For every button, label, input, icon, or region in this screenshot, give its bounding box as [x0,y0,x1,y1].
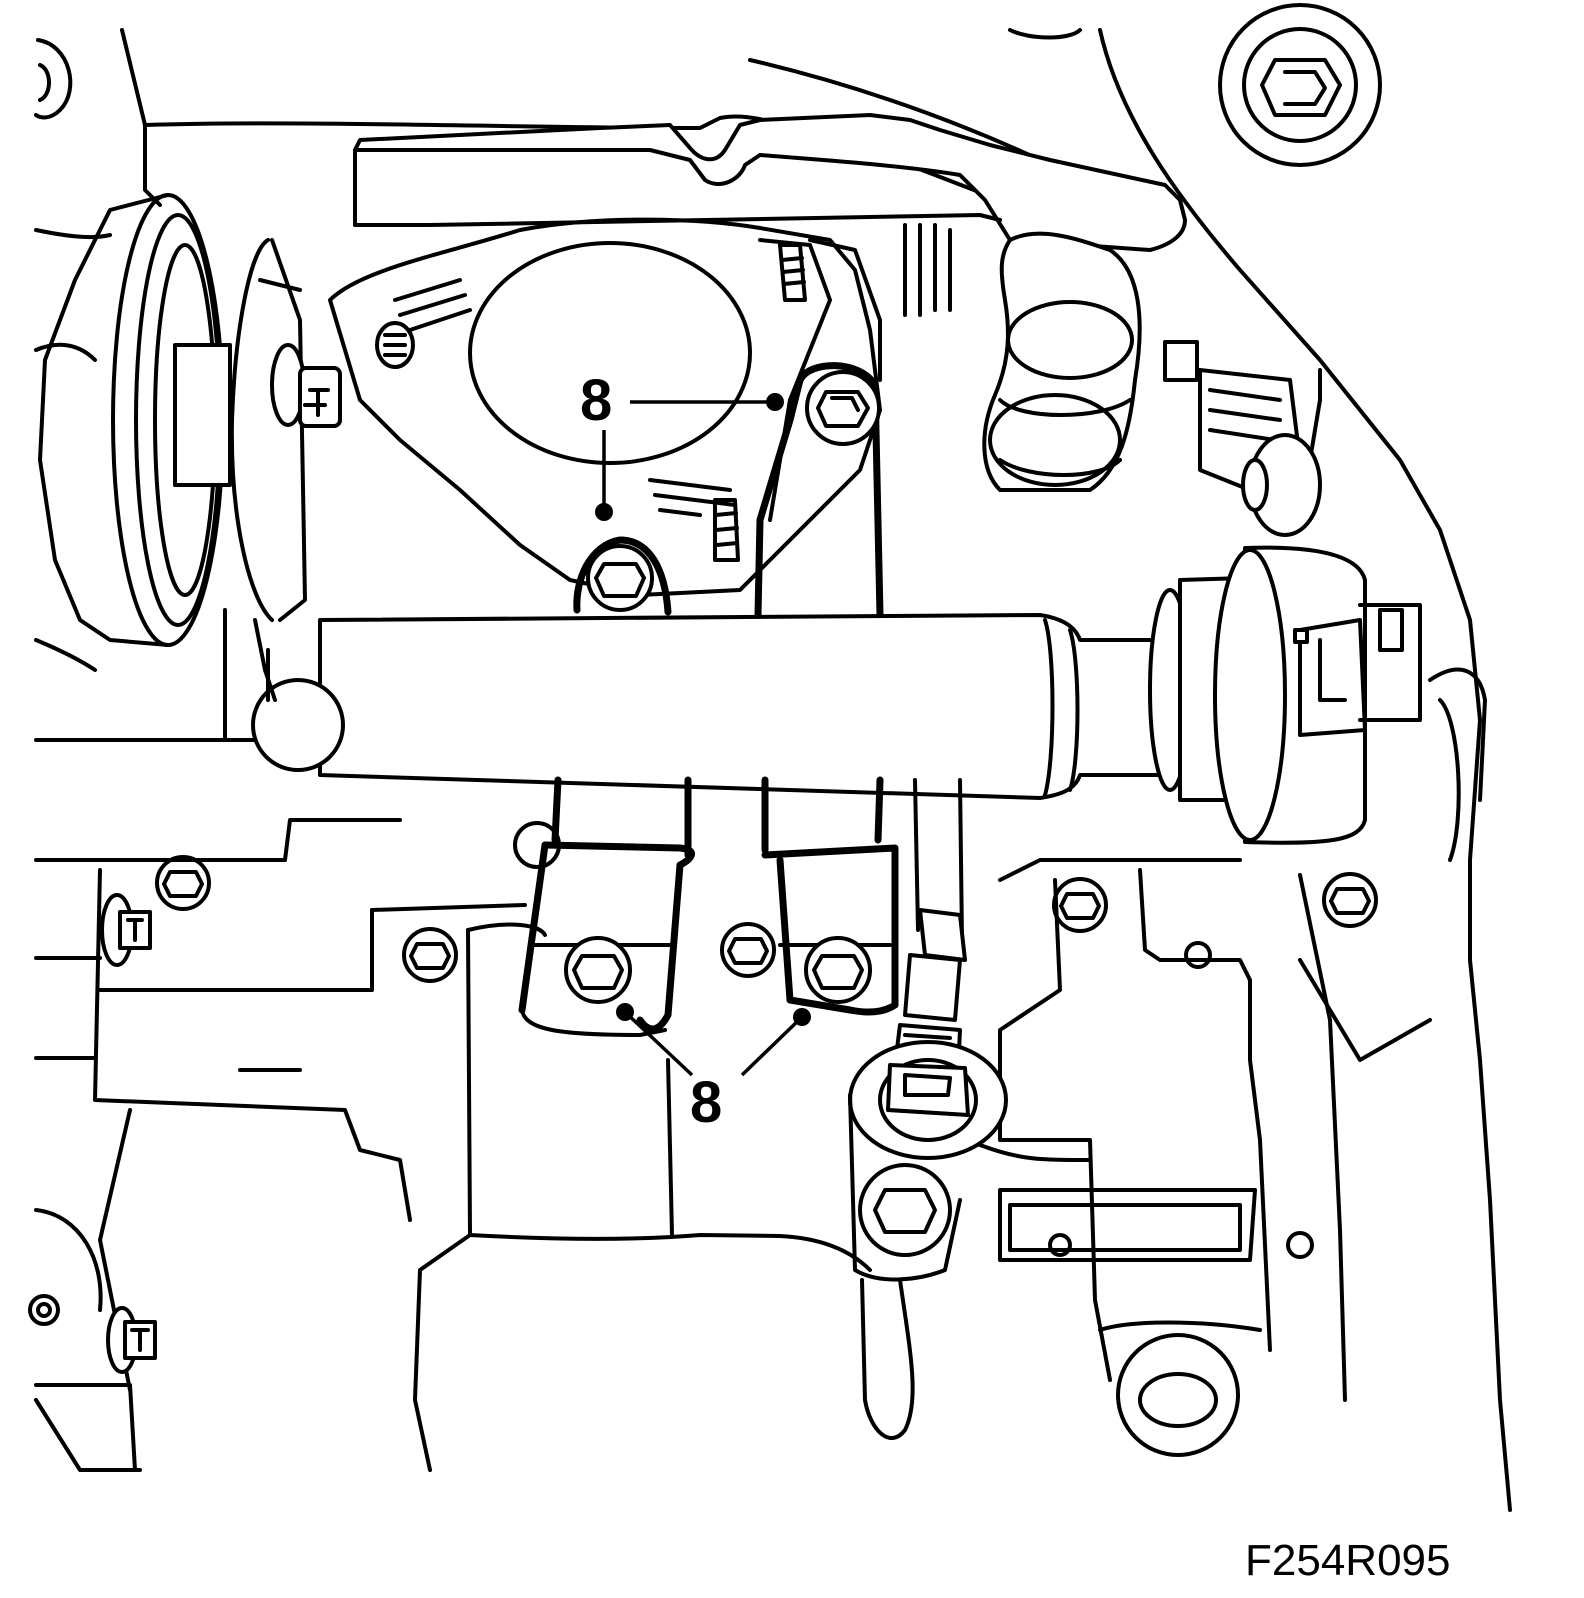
callout-upper-label: 8 [580,368,612,433]
boss-right-1 [1184,941,1212,969]
figure-id: F254R095 [1245,1536,1450,1585]
block-bolts [28,821,1378,1457]
coolant-hose [903,223,1142,492]
callout-lower-label: 8 [690,1070,722,1135]
lower-bracket-right [761,776,899,1016]
timing-cover-flange [328,217,882,597]
bolt-right-1 [1052,877,1108,933]
bolt-left-2 [100,893,152,967]
boss-right-3 [1116,1333,1240,1457]
engine-block-outline [34,28,1512,1512]
upper-right-bolt [1218,3,1382,167]
boss-left-lower [28,1294,60,1326]
bolt-oilpan-2 [720,922,776,978]
bolt-oilpan-1 [402,927,458,983]
bolt-left-1 [155,855,211,911]
engine-support-bar [223,545,1422,845]
callout-upper: 8 [580,368,784,521]
idler-pulley [229,238,342,622]
callout-lower: 8 [616,1003,811,1135]
lower-bracket-left [518,776,695,1037]
oil-level-sensor [848,778,1008,1282]
top-crossmember [353,113,1187,252]
crankshaft-pulley [34,193,232,672]
bolt-right-2 [1322,872,1378,928]
boss-right-2 [1048,1231,1314,1259]
mount-bracket-arm [754,238,884,619]
bolt-left-3 [106,1306,157,1374]
bracket-bolt-upper-left [573,536,672,616]
bolt-oilpan-3 [513,821,561,869]
right-connector [1163,340,1322,537]
